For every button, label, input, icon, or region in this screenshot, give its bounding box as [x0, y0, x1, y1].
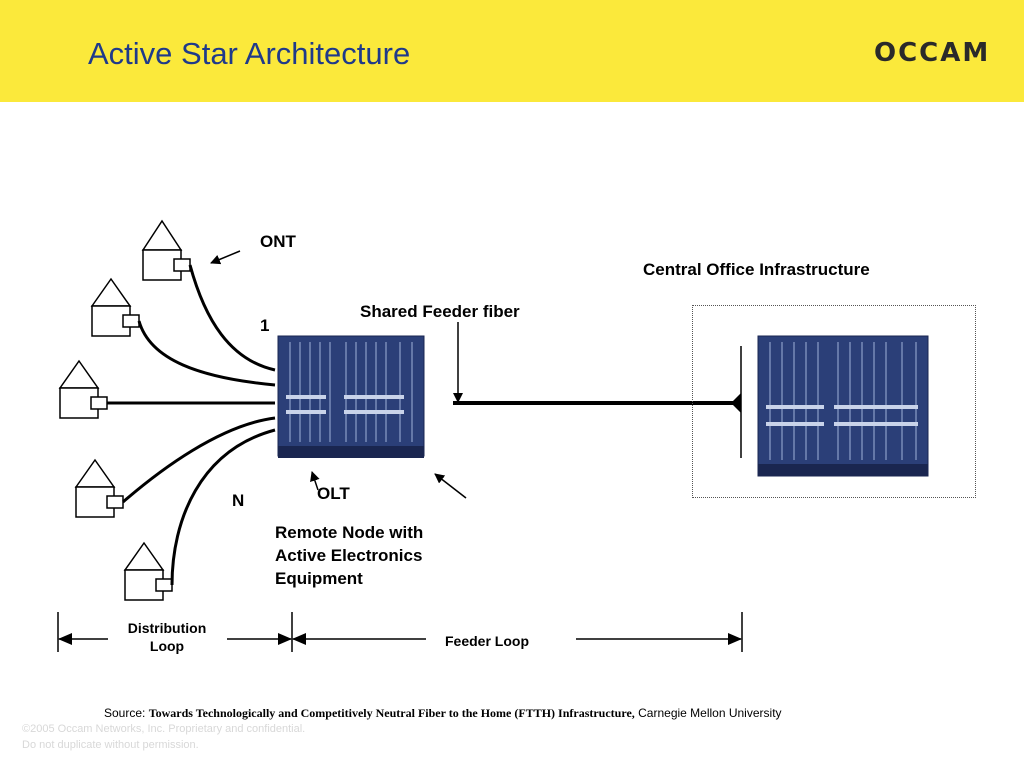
distribution-loop-line-1: Distribution — [127, 620, 207, 636]
house-3 — [58, 359, 108, 419]
source-title: Towards Technologically and Competitivel… — [148, 706, 635, 720]
distribution-loop-label: Distribution Loop — [106, 619, 228, 655]
remote-node-line-1: Remote Node with — [275, 523, 424, 542]
central-office-box — [692, 305, 976, 498]
distribution-fibers — [107, 264, 276, 586]
dimension-lines — [57, 612, 743, 652]
central-office-rack — [757, 335, 929, 477]
remote-node-rack — [277, 335, 425, 458]
ont-label: ONT — [260, 232, 296, 251]
ont-arrow — [210, 250, 241, 265]
slide-title: Active Star Architecture — [88, 36, 411, 71]
feeder-fiber-label: Shared Feeder fiber — [360, 302, 520, 321]
remote-node-label: Remote Node with Active Electronics Equi… — [275, 521, 423, 590]
house-2 — [90, 277, 140, 337]
olt-label: OLT — [317, 484, 350, 503]
source-suffix: Carnegie Mellon University — [634, 706, 782, 720]
distribution-loop-line-2: Loop — [149, 638, 185, 654]
occam-logo: OCCAM — [874, 38, 991, 68]
house-first-label: 1 — [260, 316, 270, 335]
house-5 — [123, 541, 173, 601]
central-office-label: Central Office Infrastructure — [643, 260, 870, 279]
feeder-fiber-end — [731, 393, 741, 413]
remote-node-line-3: Equipment — [275, 569, 363, 588]
copyright-line: ©2005 Occam Networks, Inc. Proprietary a… — [22, 723, 306, 735]
house-last-label: N — [232, 491, 245, 510]
header-band: Active Star Architecture OCCAM — [0, 0, 1024, 102]
house-1 — [141, 219, 191, 281]
house-4 — [74, 458, 124, 518]
remote-node-line-2: Active Electronics — [275, 546, 423, 565]
feeder-loop-label: Feeder Loop — [445, 633, 530, 649]
source-citation: Source: Towards Technologically and Comp… — [104, 706, 782, 721]
source-prefix: Source: — [104, 706, 149, 720]
duplication-notice: Do not duplicate without permission. — [22, 739, 199, 751]
remote-node-arrow — [434, 473, 467, 499]
olt-arrow — [310, 471, 320, 491]
